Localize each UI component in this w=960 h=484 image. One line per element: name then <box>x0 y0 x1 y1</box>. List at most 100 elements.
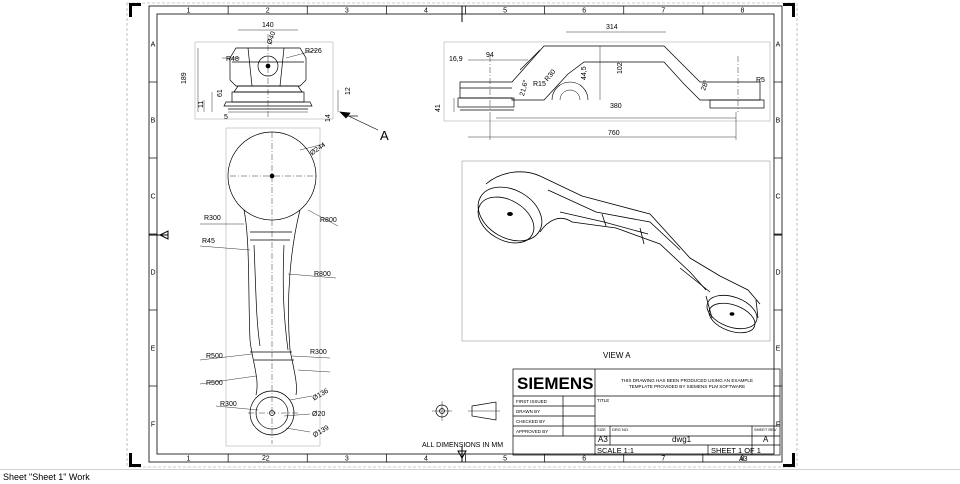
siemens-logo: SIEMENS <box>517 374 594 393</box>
grid-col-top-8: 8 <box>740 8 744 15</box>
drawn-by-label: DRAWN BY <box>516 409 540 414</box>
dim-r226: R226 <box>305 48 322 55</box>
side-view-col2-label: 2 <box>262 455 266 462</box>
drawing-number-label: DRG NO. <box>612 427 629 432</box>
dim-r800-b: R800 <box>314 271 331 278</box>
grid-col-top-3: 3 <box>345 8 349 15</box>
grid-col-bottom-1: 1 <box>187 456 191 463</box>
title-block <box>512 368 781 456</box>
size-value: A3 <box>598 435 608 444</box>
checked-by-label: CHECKED BY <box>516 419 545 424</box>
grid-row-right-D: D <box>775 270 780 277</box>
paper-size-text: A3 <box>739 456 748 463</box>
section-label-a: A <box>380 128 389 143</box>
dim-189: 189 <box>181 72 188 84</box>
size-label: SIZE <box>597 427 606 432</box>
dim-dia244: Ø244 <box>309 142 327 158</box>
dim-94: 94 <box>486 52 494 59</box>
status-text: Sheet "Sheet 1" Work <box>3 472 90 482</box>
centering-marks <box>149 6 782 462</box>
dim-16-9: 16,9 <box>449 56 463 63</box>
grid-col-bottom-2: 2 <box>266 456 270 463</box>
corner-marks <box>129 3 795 467</box>
dim-r15: R15 <box>533 81 546 88</box>
sheet-outer-border <box>148 5 783 463</box>
dim-r500-a: R500 <box>206 353 223 360</box>
front-view <box>443 31 771 140</box>
dim-5: 5 <box>224 114 228 121</box>
template-note-line2: TEMPLATE PROVIDED BY SIEMENS PLM SOFTWAR… <box>629 384 745 389</box>
dim-41: 41 <box>435 104 442 112</box>
dim-314: 314 <box>606 24 618 31</box>
grid-row-left-A: A <box>151 42 156 49</box>
dim-760: 760 <box>608 130 620 137</box>
dim-r300-a: R300 <box>204 215 221 222</box>
dim-dia20: Ø20 <box>312 411 325 418</box>
sheet-rev-value: A <box>763 435 769 444</box>
dim-102: 102 <box>617 62 624 74</box>
dim-r300-b: R300 <box>310 349 327 356</box>
projection-symbol <box>432 401 500 421</box>
grid-col-top-6: 6 <box>582 8 586 15</box>
grid-row-left-E: E <box>151 346 156 353</box>
dim-12: 12 <box>345 87 352 95</box>
grid-row-right-E: E <box>776 346 781 353</box>
grid-row-left-D: D <box>150 270 155 277</box>
scale-text: SCALE 1:1 <box>597 446 634 455</box>
dim-dia136: Ø136 <box>312 388 330 403</box>
dim-dia139: Ø139 <box>312 425 330 440</box>
dim-r45: R45 <box>202 238 215 245</box>
top-view-dims: 140 Ø40 R48 R226 189 61 11 5 12 14 <box>181 22 352 122</box>
top-view <box>194 29 379 131</box>
side-view <box>199 127 339 447</box>
dim-14: 14 <box>325 114 332 122</box>
dim-44-5: 44,5 <box>581 66 588 80</box>
grid-col-bottom-6: 6 <box>582 456 586 463</box>
print-area <box>126 2 798 468</box>
grid-col-top-5: 5 <box>503 8 507 15</box>
dim-r48: R48 <box>226 56 239 63</box>
grid-col-bottom-5: 5 <box>503 456 507 463</box>
dim-r5: R5 <box>756 77 765 84</box>
grid-col-top-4: 4 <box>424 8 428 15</box>
dim-61: 61 <box>217 89 224 97</box>
title-block-text: SIEMENS THIS DRAWING HAS BEEN PRODUCED U… <box>516 374 777 463</box>
dim-dia40: Ø40 <box>266 31 277 46</box>
first-issued-label: FIRST ISSUED <box>516 399 548 404</box>
iso-view-caption: VIEW A <box>603 351 631 360</box>
grid-col-bottom-4: 4 <box>424 456 428 463</box>
grid-col-top-2: 2 <box>266 8 270 15</box>
grid-row-left-C: C <box>150 194 155 201</box>
grid-col-bottom-8: 8 <box>740 456 744 463</box>
dim-140: 140 <box>262 22 274 29</box>
dim-r500-b: R500 <box>206 380 223 387</box>
dim-r800-a: R800 <box>320 217 337 224</box>
grid-col-bottom-3: 3 <box>345 456 349 463</box>
units-note: ALL DIMENSIONS IN MM <box>422 442 503 449</box>
grid-col-bottom-7: 7 <box>661 456 665 463</box>
approved-by-label: APPROVED BY <box>516 429 548 434</box>
grid-row-right-B: B <box>776 118 781 125</box>
isometric-view <box>461 160 771 342</box>
sheet-rev-label: SHEET REV <box>754 427 777 432</box>
template-note-line1: THIS DRAWING HAS BEEN PRODUCED USING AN … <box>621 378 753 383</box>
grid-row-right-C: C <box>775 194 780 201</box>
grid-row-left-B: B <box>151 118 156 125</box>
drawing-number-value: dwg1 <box>672 435 692 444</box>
grid-row-left-F: F <box>151 422 155 429</box>
status-bar: Sheet "Sheet 1" Work <box>0 469 960 484</box>
dim-11: 11 <box>198 101 205 108</box>
grid-row-right-F: F <box>776 422 780 429</box>
grid-col-top-1: 1 <box>187 8 191 15</box>
dim-380: 380 <box>610 103 622 110</box>
grid-row-right-A: A <box>776 42 781 49</box>
title-label: TITLE <box>597 398 609 403</box>
dim-21-6: 21,6° <box>518 79 530 97</box>
sheet-count-text: SHEET 1 OF 1 <box>711 446 761 455</box>
dim-r300-c: R300 <box>220 401 237 408</box>
dim-28deg: 28° <box>699 79 710 92</box>
grid-col-top-7: 7 <box>661 8 665 15</box>
